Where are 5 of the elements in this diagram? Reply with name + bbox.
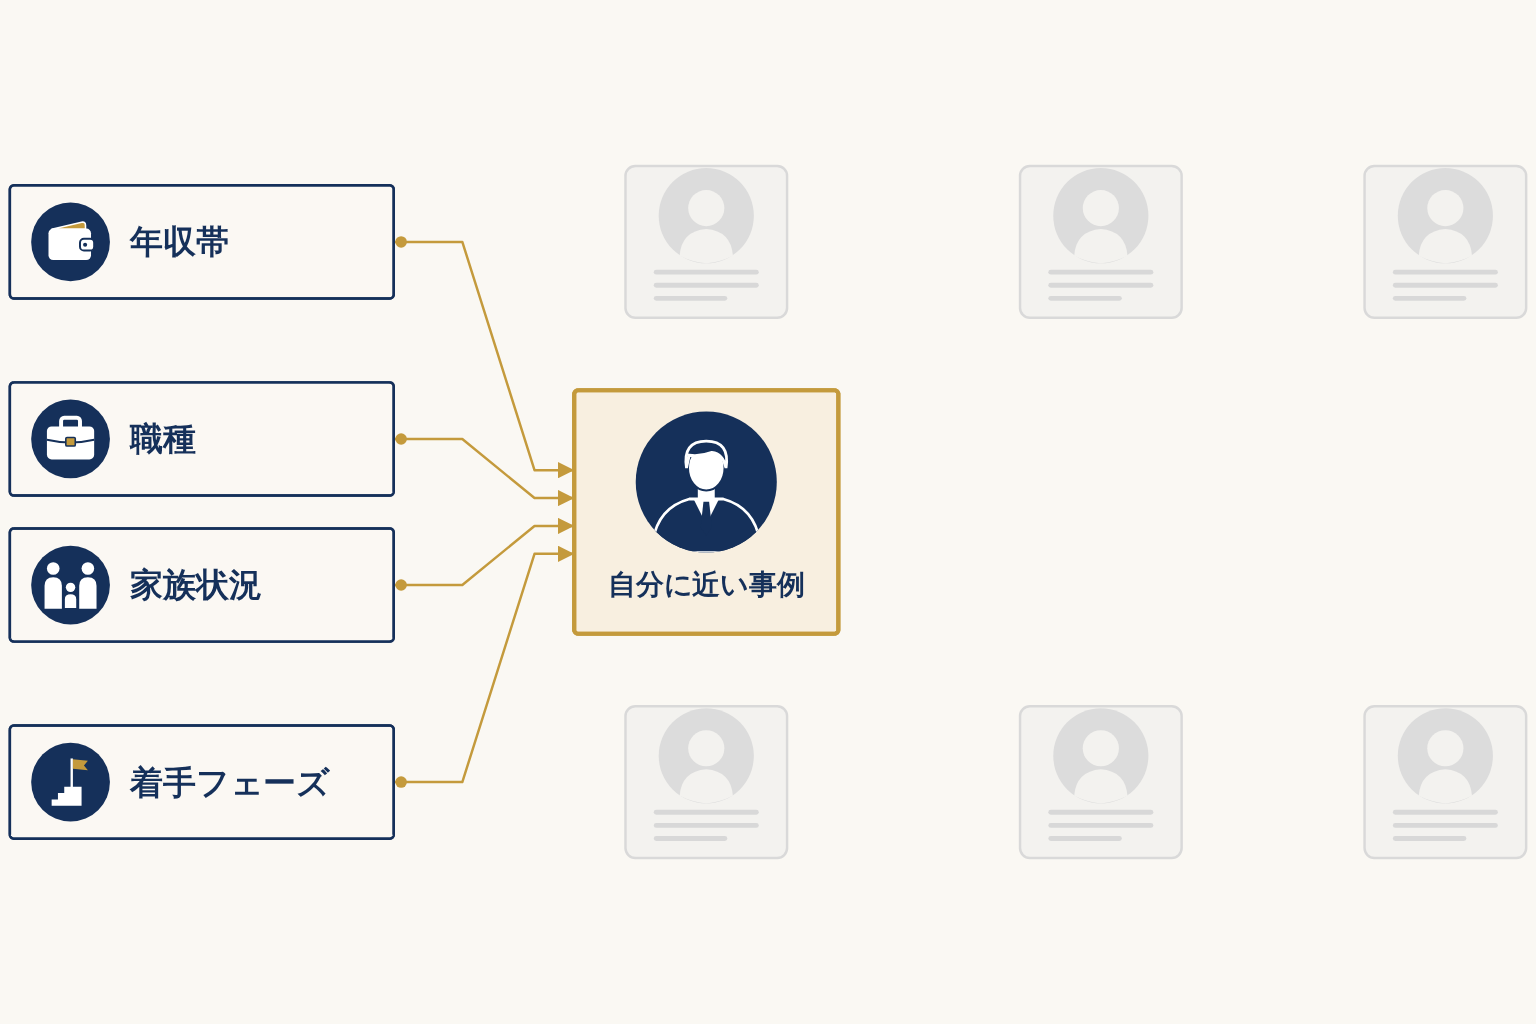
category-label: 家族状況 — [130, 564, 263, 606]
category-label: 職種 — [130, 418, 198, 460]
category-label: 年収帯 — [130, 221, 230, 263]
result-label: 自分に近い事例 — [607, 566, 805, 603]
category-label: 着手フェーズ — [130, 761, 331, 803]
